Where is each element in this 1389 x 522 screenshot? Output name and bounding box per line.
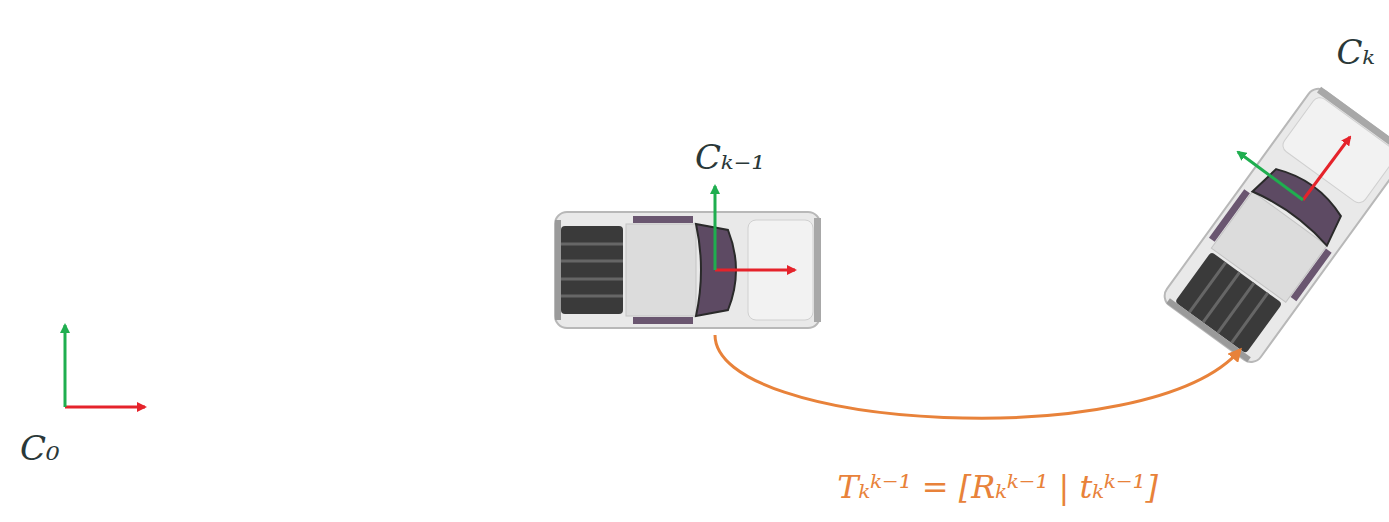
- frame-label: Cₖ₋₁: [695, 137, 765, 178]
- transform-label: Tₖᵏ⁻¹ = [Rₖᵏ⁻¹ | tₖᵏ⁻¹]: [833, 468, 1162, 506]
- transform-arrow: [715, 335, 1240, 418]
- frame-label: Cₖ: [1337, 32, 1375, 73]
- frame-label: C₀: [20, 428, 60, 469]
- vehicle-pose: Cₖ₋₁: [560, 135, 820, 335]
- vehicle-pose: Cₖ: [1165, 30, 1381, 350]
